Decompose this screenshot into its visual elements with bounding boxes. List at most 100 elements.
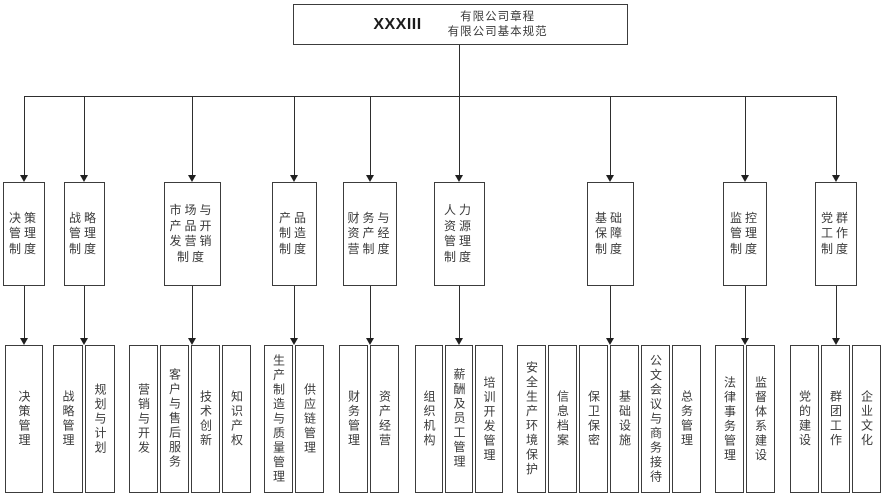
arrow-down-icon [366,175,374,182]
branch-drop-line [370,96,371,175]
branch-drop-line [610,96,611,175]
branch-node: 监控管理制度 [723,182,767,286]
leaf-group: 党的建设 群团工作 企业文化 [790,345,881,493]
branch-node: 人力资源管理制度 [433,182,485,286]
leaf-node: 群团工作 [821,345,850,493]
branch-drop-line [294,96,295,175]
branch-drop-line [459,96,460,175]
leaf-node: 企业文化 [852,345,881,493]
leaf-node: 客户与售后服务 [160,345,189,493]
leaf-node: 总务管理 [672,345,701,493]
leaf-label: 公文会议与商务接待 [648,353,663,485]
branch-node: 决策管理制度 [3,182,45,286]
leaf-node: 信息档案 [548,345,577,493]
leaf-node: 保卫保密 [579,345,608,493]
leaf-label: 营销与开发 [136,382,151,456]
leaf-node: 资产经营 [370,345,399,493]
leaf-label: 保卫保密 [586,390,601,448]
leaf-drop-line [836,286,837,338]
leaf-label: 决策管理 [17,390,31,448]
leaf-drop-line [370,286,371,338]
leaf-node: 战略管理 [53,345,83,493]
leaf-label: 组织机构 [422,390,436,448]
leaf-node: 薪酬及员工管理 [445,345,473,493]
branch-drop-line [84,96,85,175]
leaf-label: 客户与售后服务 [167,368,182,470]
branch-node: 财务与资产经营制度 [343,182,397,286]
leaf-label: 培训开发管理 [482,375,496,463]
branch-node: 产品制造制度 [271,182,317,286]
arrow-down-icon [188,338,196,345]
arrow-down-icon [290,175,298,182]
branch-label: 基础保障制度 [595,210,626,256]
branch-drop-line [745,96,746,175]
leaf-drop-line [459,286,460,338]
leaf-node: 公文会议与商务接待 [641,345,670,493]
leaf-node: 技术创新 [191,345,220,493]
leaf-group: 安全生产环境保护信息档案保卫保密 基础设施 公文会议与商务接待总务管理 [517,345,701,493]
leaf-label: 安全生产环境保护 [524,361,539,477]
leaf-label: 基础设施 [617,390,632,448]
leaf-group: 战略管理规划与计划 [53,345,115,493]
arrow-down-icon [832,338,840,345]
branch-node: 党群工作制度 [815,182,857,286]
branch-node: 基础保障制度 [586,182,634,286]
leaf-node: 法律事务管理 [715,345,744,493]
leaf-group: 财务管理资产经营 [339,345,399,493]
leaf-label: 知识产权 [229,390,244,448]
leaf-label: 党的建设 [797,390,812,448]
leaf-node: 供应链管理 [295,345,324,493]
leaf-group: 生产制造与质量管理 供应链管理 [264,345,324,493]
branch-label: 监控管理制度 [730,210,761,256]
leaf-node: 安全生产环境保护 [517,345,546,493]
leaf-label: 法律事务管理 [722,375,737,463]
leaf-label: 企业文化 [859,390,874,448]
bus-line [24,96,836,97]
arrow-down-icon [455,175,463,182]
root-node: XXXIII 有限公司章程 有限公司基本规范 [293,4,628,45]
trunk-line [459,45,460,96]
branch-node: 市场与产品开发营销制度 [163,182,221,286]
leaf-drop-line [294,286,295,338]
arrow-down-icon [366,338,374,345]
leaf-node: 营销与开发 [129,345,158,493]
leaf-group: 法律事务管理 监督体系建设 [715,345,775,493]
arrow-down-icon [290,338,298,345]
leaf-label: 群团工作 [828,390,843,448]
root-code-label: XXXIII [373,15,422,33]
leaf-drop-line [610,286,611,338]
leaf-label: 技术创新 [198,390,213,448]
branch-label: 市场与产品开发营销制度 [169,203,215,264]
leaf-group: 决策管理 [5,345,43,493]
leaf-node: 组织机构 [415,345,443,493]
branch-node: 战略管理制度 [63,182,105,286]
leaf-label: 生产制造与质量管理 [271,353,286,485]
branch-label: 产品制造制度 [279,210,310,256]
root-title-line2: 有限公司基本规范 [447,25,548,38]
root-title: 有限公司章程 有限公司基本规范 [448,10,548,40]
arrow-down-icon [455,338,463,345]
arrow-down-icon [741,175,749,182]
leaf-node: 财务管理 [339,345,368,493]
arrow-down-icon [80,175,88,182]
branch-label: 党群工作制度 [821,210,852,256]
branch-drop-line [836,96,837,175]
leaf-label: 监督体系建设 [753,375,768,463]
leaf-label: 财务管理 [346,390,361,448]
leaf-drop-line [745,286,746,338]
branch-label: 决策管理制度 [9,210,40,256]
arrow-down-icon [741,338,749,345]
leaf-node: 基础设施 [610,345,639,493]
branch-drop-line [24,96,25,175]
leaf-label: 供应链管理 [302,382,317,456]
leaf-group: 营销与开发 客户与售后服务 技术创新 知识产权 [129,345,251,493]
leaf-node: 培训开发管理 [475,345,503,493]
arrow-down-icon [80,338,88,345]
leaf-drop-line [24,286,25,338]
arrow-down-icon [832,175,840,182]
branch-label: 财务与资产经营制度 [347,210,393,256]
leaf-node: 监督体系建设 [746,345,775,493]
arrow-down-icon [606,338,614,345]
leaf-node: 党的建设 [790,345,819,493]
